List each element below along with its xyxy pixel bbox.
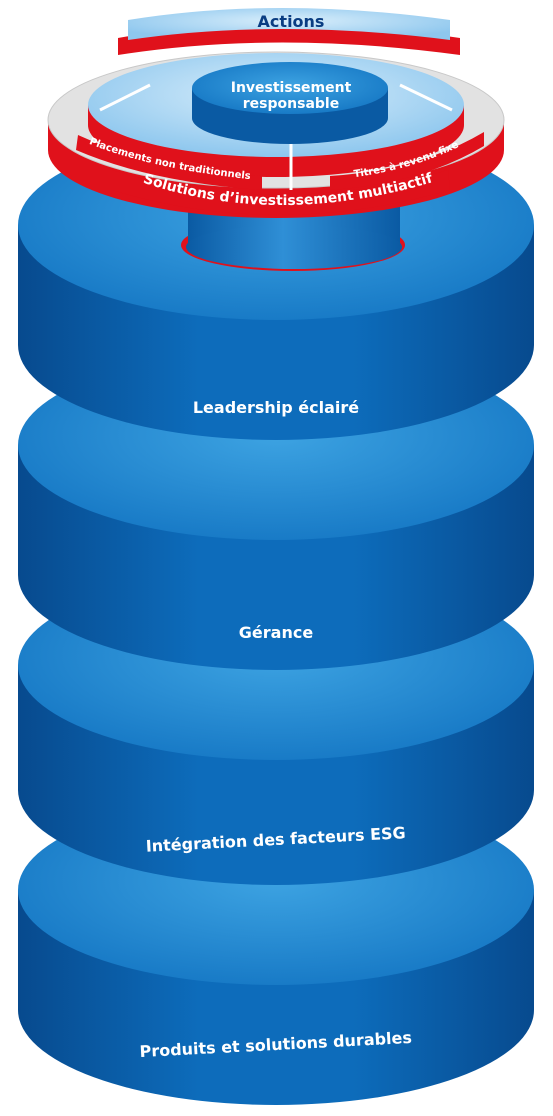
center-label-line2: responsable [243, 96, 339, 112]
tier-label-leadership: Leadership éclairé [193, 398, 359, 417]
center-label-line1: Investissement [231, 80, 352, 96]
label-equities: Actions [258, 12, 325, 31]
tier-label-stewardship: Gérance [239, 623, 314, 642]
top-assembly: Solutions d’investissement multiactif Pl… [47, 8, 505, 218]
